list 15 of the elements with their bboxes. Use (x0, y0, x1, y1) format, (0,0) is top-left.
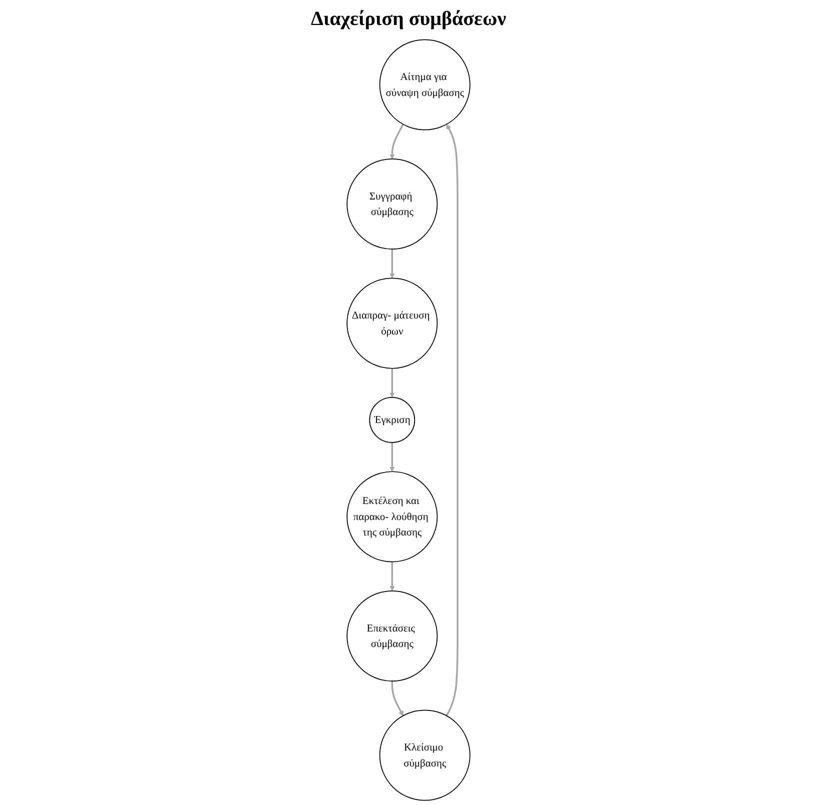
arrow (390, 562, 395, 592)
node-circle: Εκτέλεση και παρακο- λούθηση της σύμβασης (346, 471, 438, 562)
node-circle: Έγκριση (369, 397, 416, 443)
node-circle: Κλείσιμο σύμβασης (379, 710, 470, 801)
arrow (391, 681, 404, 716)
arrow (390, 249, 395, 278)
arrow (446, 124, 458, 716)
node-circle: Επεκτάσεις σύμβασης (346, 590, 438, 682)
node-circle: Αίτημα για σύναψη σύμβασης (379, 39, 470, 130)
node-circle: Διαπραγ- μάτευση όρων (346, 278, 438, 369)
center-label: Διαχείριση συμβάσεων (310, 8, 506, 31)
arrow (390, 442, 395, 472)
arrow (390, 368, 395, 398)
arrow (390, 124, 404, 160)
node-circle: Συγγραφή σύμβασης (346, 158, 438, 250)
